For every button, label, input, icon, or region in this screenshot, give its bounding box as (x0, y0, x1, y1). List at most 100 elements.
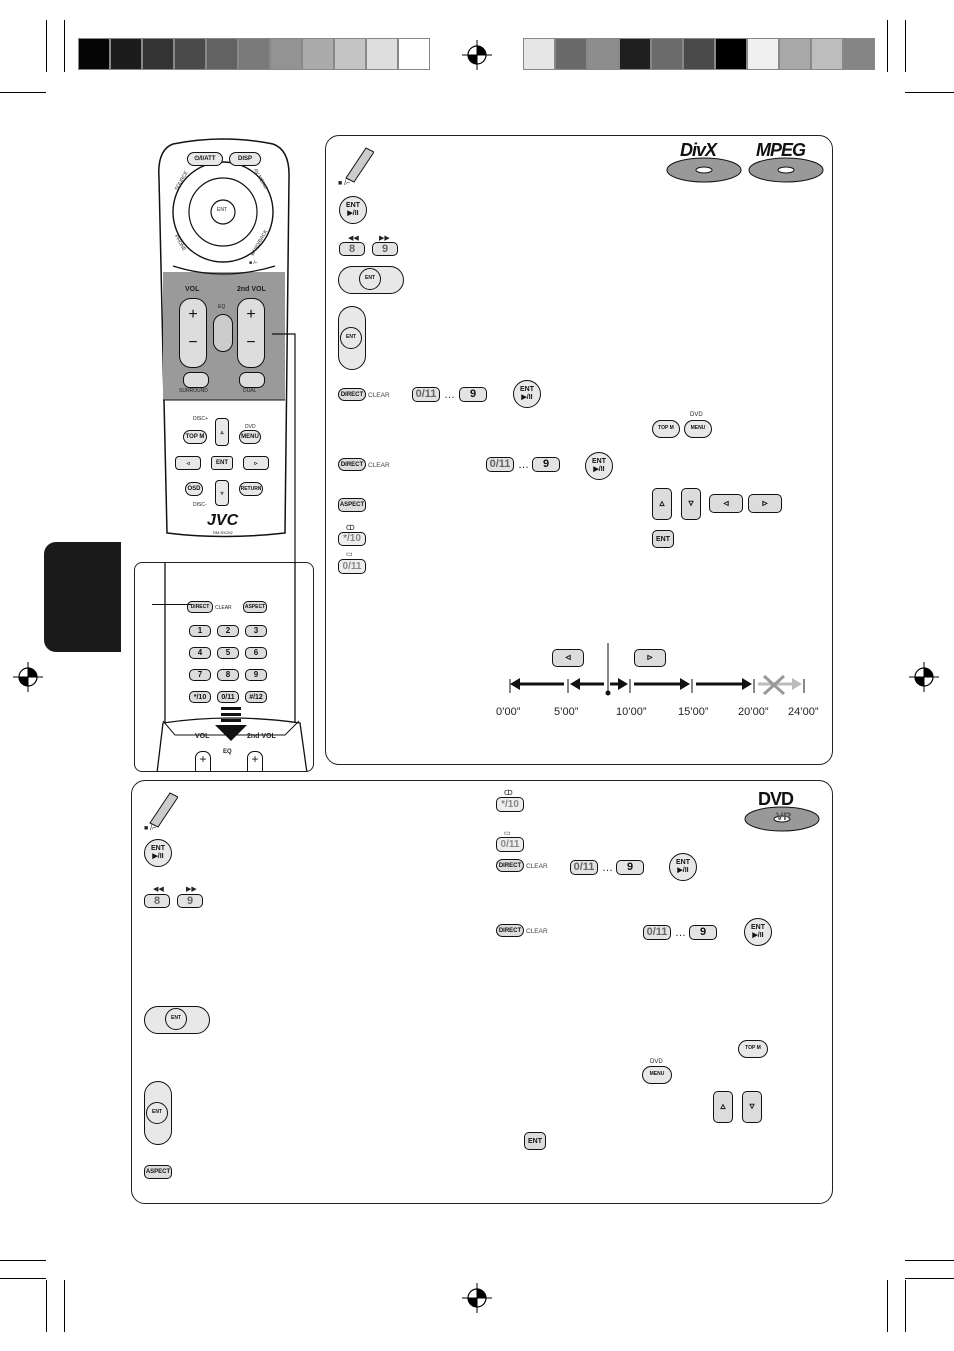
aspect-button[interactable]: ASPECT (338, 498, 366, 512)
color-swatch (843, 38, 875, 70)
ent-button[interactable]: ENT (217, 207, 227, 213)
crop-mark (64, 1280, 65, 1332)
menu-button[interactable]: MENU (684, 420, 712, 438)
zoom-key-5[interactable]: 5 (217, 647, 239, 659)
ellipsis: … (518, 459, 529, 471)
direct-button[interactable]: DIRECT (496, 859, 524, 872)
timeline-left-button[interactable]: ◃ (552, 649, 584, 667)
key-9[interactable]: 9 (177, 894, 203, 908)
right-button[interactable]: ▹ (243, 456, 269, 470)
color-swatch (587, 38, 619, 70)
menu-button[interactable]: MENU (642, 1066, 672, 1084)
audio-icon: ↀ (346, 525, 355, 532)
zoom-key-0-11[interactable]: 0/11 (217, 691, 239, 703)
second-vol-label: 2nd VOL (237, 286, 266, 293)
timeline-right-button[interactable]: ▹ (634, 649, 666, 667)
ent-play-button[interactable]: ENT▶/II (669, 853, 697, 881)
osd-button[interactable]: OSD (185, 482, 203, 496)
up-button[interactable]: ▵ (652, 488, 672, 520)
dual-button[interactable] (239, 372, 265, 388)
ellipsis: … (675, 927, 686, 939)
color-swatch (78, 38, 110, 70)
zoom-direct-button[interactable]: DIRECT (187, 601, 213, 613)
key-8[interactable]: 8 (339, 242, 365, 256)
zoom-vol2-plus[interactable]: + (247, 751, 263, 771)
direct-button[interactable]: DIRECT (338, 458, 366, 471)
ent-button[interactable]: ENT (652, 530, 674, 548)
vol-rocker[interactable]: +− (179, 298, 207, 368)
down-button[interactable]: ▿ (215, 480, 229, 506)
topm-button[interactable]: TOP M (183, 430, 207, 444)
ent-play-button[interactable]: ENT▶/II (585, 452, 613, 480)
ent-button-lower[interactable]: ENT (211, 456, 233, 470)
left-button[interactable]: ◃ (175, 456, 201, 470)
right-button[interactable]: ▹ (748, 494, 782, 513)
key-8[interactable]: 8 (144, 894, 170, 908)
clear-label: CLEAR (368, 392, 390, 399)
topm-button[interactable]: TOP M (738, 1040, 768, 1058)
power-button[interactable]: ⏻/I/ATT (187, 152, 223, 166)
direct-button[interactable]: DIRECT (338, 388, 366, 401)
zoom-key---12[interactable]: #/12 (245, 691, 267, 703)
eq-button[interactable] (213, 314, 233, 352)
star-10-button[interactable]: */10 (496, 797, 524, 812)
key-9[interactable]: 9 (532, 457, 560, 472)
zoom-key-2[interactable]: 2 (217, 625, 239, 637)
zoom-key-8[interactable]: 8 (217, 669, 239, 681)
menu-button[interactable]: MENU (239, 430, 261, 444)
panel-dvd-vr: ■ /⌐ ENT▶/II ◀◀ ▶▶ 8 9 ENT ENT ASPECT ↀ … (131, 780, 833, 1204)
ent-button[interactable]: ENT (524, 1132, 546, 1150)
color-swatch (523, 38, 555, 70)
zoom-key-6[interactable]: 6 (245, 647, 267, 659)
color-swatch (715, 38, 747, 70)
stop-label: ■ /⌐ (338, 180, 351, 187)
key-0-11[interactable]: 0/11 (412, 387, 440, 402)
zoom-key-1[interactable]: 1 (189, 625, 211, 637)
key-0-11[interactable]: 0/11 (570, 860, 598, 875)
star-10-button[interactable]: */10 (338, 532, 366, 546)
ent-play-button[interactable]: ENT▶/II (339, 196, 367, 224)
ent-ring-vertical[interactable]: ENT (338, 306, 366, 370)
direct-button[interactable]: DIRECT (496, 924, 524, 937)
zoom-key-3[interactable]: 3 (245, 625, 267, 637)
down-button[interactable]: ▿ (681, 488, 701, 520)
key-9[interactable]: 9 (689, 925, 717, 940)
zoom-vol-plus[interactable]: + (195, 751, 211, 771)
key-9[interactable]: 9 (372, 242, 398, 256)
down-button[interactable]: ▿ (742, 1091, 762, 1123)
model-label: RM-RK252 (213, 530, 233, 535)
key-0-11[interactable]: 0/11 (496, 837, 524, 852)
key-0-11[interactable]: 0/11 (643, 925, 671, 940)
surround-button[interactable] (183, 372, 209, 388)
timeline-tick-label: 24’00” (788, 706, 819, 718)
key-0-11[interactable]: 0/11 (486, 457, 514, 472)
aspect-button[interactable]: ASPECT (144, 1165, 172, 1179)
ent-play-button[interactable]: ENT▶/II (513, 380, 541, 408)
zoom-aspect-button[interactable]: ASPECT (243, 601, 267, 613)
up-button[interactable]: ▵ (215, 418, 229, 446)
crop-mark (0, 1278, 46, 1279)
ent-ring-vertical[interactable]: ENT (144, 1081, 172, 1145)
zoom-key-7[interactable]: 7 (189, 669, 211, 681)
zoom-key-4[interactable]: 4 (189, 647, 211, 659)
ent-ring-horizontal[interactable]: ENT (144, 1006, 210, 1034)
stop-label: ■ /⌐ (249, 260, 258, 266)
key-9[interactable]: 9 (459, 387, 487, 402)
key-0-11[interactable]: 0/11 (338, 559, 366, 574)
remote-control: ⏻/I/ATT DISP SOURCE AV MENU PHONE BAND/B… (153, 138, 293, 538)
key-9[interactable]: 9 (616, 860, 644, 875)
ent-play-button[interactable]: ENT▶/II (744, 918, 772, 946)
zoom-key-9[interactable]: 9 (245, 669, 267, 681)
ent-play-button[interactable]: ENT▶/II (144, 839, 172, 867)
topm-button[interactable]: TOP M (652, 420, 680, 438)
crop-mark (905, 1278, 954, 1279)
disp-button[interactable]: DISP (229, 152, 261, 166)
left-button[interactable]: ◃ (709, 494, 743, 513)
zoom-key---10[interactable]: */10 (189, 691, 211, 703)
second-vol-rocker[interactable]: +− (237, 298, 265, 368)
dvd-label: DVD (650, 1059, 663, 1065)
side-tab (44, 542, 121, 652)
ent-ring-horizontal[interactable]: ENT (338, 266, 404, 294)
up-button[interactable]: ▵ (713, 1091, 733, 1123)
return-button[interactable]: RETURN (239, 482, 263, 496)
